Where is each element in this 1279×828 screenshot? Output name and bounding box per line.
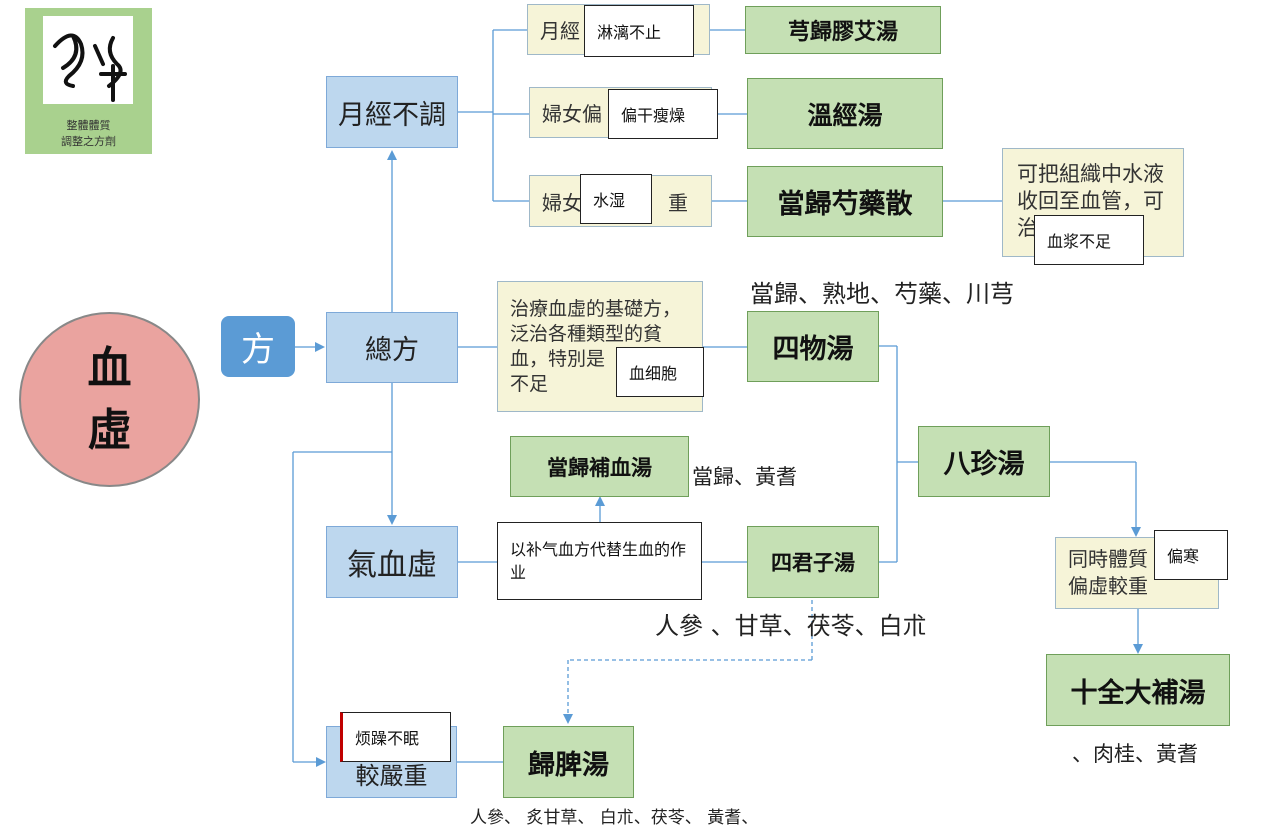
ingredients-guipi: 人參、 炙甘草、 白朮、茯苓、 黃耆、	[470, 808, 759, 828]
main-topic-line2: 虛	[87, 404, 132, 456]
node-guipi-tang: 歸脾湯	[503, 726, 634, 798]
note-yibuqi: 以补气血方代替生血的作业	[497, 522, 702, 600]
node-danggui-buxue-tang: 當歸補血湯	[510, 436, 689, 497]
fang-label: 方	[221, 316, 295, 377]
node-bazhen-tang: 八珍湯	[918, 426, 1050, 497]
note-shuishi: 水湿	[580, 174, 652, 224]
node-yuejing-butiao: 月經不調	[326, 76, 458, 148]
node-wenjing-tang: 溫經湯	[747, 78, 943, 149]
node-yuejing-sub3-label-b: 重	[668, 190, 688, 215]
node-severe-label: 較嚴重	[355, 762, 428, 790]
node-yuejing-sub1-label: 月經	[540, 19, 580, 43]
logo-caption: 整體體質 調整之方劑	[25, 118, 152, 150]
logo-caption-line2: 調整之方劑	[61, 135, 116, 148]
danggui-desc-line1: 可把組織中水液	[1017, 162, 1164, 186]
danggui-desc-line2: 收回至血管，可	[1017, 189, 1164, 213]
note-pianhan: 偏寒	[1154, 530, 1228, 580]
calligraphy-logo	[43, 16, 133, 104]
ingredients-danggui-buxue: 當歸、黃耆	[692, 465, 797, 489]
siwu-desc-line3: 血，特別是	[510, 347, 606, 370]
node-xiong-gui-jiao-ai-tang: 芎歸膠艾湯	[745, 6, 941, 54]
logo-caption-line1: 整體體質	[66, 119, 111, 132]
ingredients-shiquan: 、肉桂、黃耆	[1072, 742, 1198, 766]
logo-panel: 整體體質 調整之方劑	[25, 8, 152, 154]
note-piangan-shouzao: 偏干瘦燥	[608, 89, 718, 139]
danggui-desc-line3: 治	[1017, 216, 1038, 240]
siwu-desc-line1: 治療血虛的基礎方，	[510, 297, 682, 320]
node-yuejing-sub3-label-a: 婦女	[542, 190, 582, 215]
note-fanzao-bumian: 烦躁不眠	[340, 712, 451, 762]
siwu-desc-line2: 泛治各種類型的貧	[510, 322, 663, 345]
node-qixuexu: 氣血虛	[326, 526, 458, 598]
note-xuejiang-buzu: 血浆不足	[1034, 215, 1144, 265]
bazhen-desc-line1: 同時體質	[1068, 547, 1148, 571]
node-siwu-tang: 四物湯	[747, 311, 879, 382]
main-topic-line1: 血	[87, 342, 132, 394]
main-topic-circle: 血 虛	[19, 312, 200, 487]
bazhen-desc-line2: 偏虛較重	[1068, 574, 1148, 598]
node-danggui-shaoyao-san: 當歸芍藥散	[747, 166, 943, 237]
siwu-desc-line4: 不足	[510, 372, 549, 395]
note-linli-buzhi: 淋漓不止	[584, 5, 694, 57]
ingredients-siwu: 當歸、熟地、芍藥、川芎	[750, 280, 1014, 308]
node-yuejing-sub2-label: 婦女偏	[542, 102, 602, 126]
node-shiquan-dabu-tang: 十全大補湯	[1046, 654, 1230, 726]
note-xuexibao: 血细胞	[616, 347, 704, 397]
ingredients-sijunzi: 人參 、甘草、茯苓、白朮	[655, 612, 927, 640]
node-sijunzi-tang: 四君子湯	[747, 526, 879, 598]
node-zongfang: 總方	[326, 312, 458, 383]
